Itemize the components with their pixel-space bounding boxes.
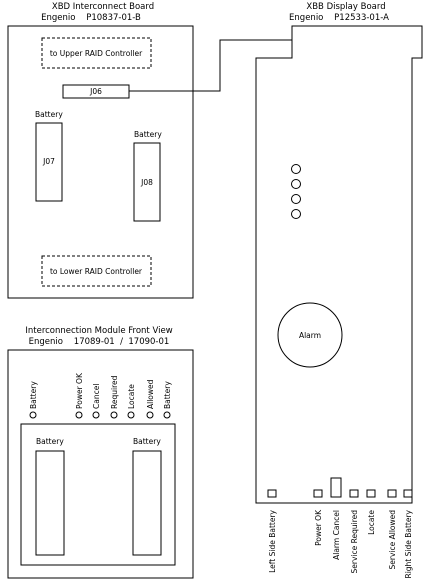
status-led-4 — [291, 209, 301, 219]
status-led-2 — [291, 179, 301, 189]
j08-label: J08 — [140, 178, 153, 187]
locate-label: Locate — [367, 510, 376, 535]
j07-connector — [35, 122, 63, 202]
alarm-cancel-label: Alarm Cancel — [332, 510, 341, 560]
interconnect-board-part-number: Engenio P10837-01-B — [41, 13, 141, 23]
front-allowed-led — [146, 411, 154, 419]
service-allowed-label: Service Allowed — [388, 510, 397, 570]
front-allowed-label: Allowed — [146, 379, 155, 409]
front-battery-right-led — [163, 411, 171, 419]
front-battery-left-label: Battery — [29, 381, 38, 409]
battery-left-label: Battery — [35, 110, 63, 119]
front-cancel-button[interactable] — [92, 411, 100, 419]
front-battery-right-label: Battery — [163, 381, 172, 409]
power-ok-led — [313, 489, 323, 498]
front-required-label: Required — [110, 375, 119, 409]
front-view-title: Interconnection Module Front View — [25, 326, 172, 336]
alarm-buzzer — [277, 302, 343, 368]
right-side-battery-label: Right Side Battery — [404, 509, 413, 578]
lower-raid-controller-label: to Lower RAID Controller — [50, 267, 143, 276]
service-required-led — [349, 489, 359, 498]
left-side-battery-led — [267, 489, 277, 498]
upper-raid-controller-connector — [41, 37, 152, 69]
lower-raid-controller-connector — [41, 255, 152, 287]
front-left-battery-slot — [35, 450, 65, 556]
front-left-battery-label: Battery — [36, 437, 64, 446]
j07-label: J07 — [42, 157, 55, 166]
display-board-indicator-labels: Left Side Battery Power OK Alarm Cancel … — [268, 509, 413, 579]
front-right-battery-label: Battery — [133, 437, 161, 446]
front-view-indicator-labels: Battery Power OK Cancel Required Locate … — [29, 372, 172, 409]
locate-led — [366, 489, 376, 498]
interconnection-module-front-view: Interconnection Module Front View Engeni… — [7, 326, 194, 579]
status-led-3 — [291, 194, 301, 204]
display-board-outline — [255, 25, 423, 504]
display-board-part-number: Engenio P12533-01-A — [289, 13, 389, 23]
interconnect-board-title: XBD Interconnect Board — [52, 2, 154, 12]
front-locate-label: Locate — [127, 384, 136, 409]
upper-raid-controller-label: to Upper RAID Controller — [50, 49, 143, 58]
power-ok-label: Power OK — [314, 509, 323, 546]
alarm-label: Alarm — [299, 331, 321, 340]
front-view-part-numbers: Engenio 17089-01 / 17090-01 — [29, 337, 170, 347]
alarm-cancel-switch[interactable] — [330, 477, 342, 498]
front-power-ok-led — [75, 411, 83, 419]
front-locate-led — [127, 411, 135, 419]
front-right-battery-slot — [132, 450, 162, 556]
front-battery-left-led — [29, 411, 37, 419]
xbb-display-board: XBB Display Board Engenio P12533-01-A Al… — [255, 2, 423, 579]
status-led-1 — [291, 164, 301, 174]
front-cancel-label: Cancel — [92, 384, 101, 409]
display-board-title: XBB Display Board — [306, 2, 385, 12]
battery-right-label: Battery — [134, 130, 162, 139]
service-allowed-led — [387, 489, 397, 498]
j08-connector — [133, 142, 161, 222]
front-required-led — [110, 411, 118, 419]
left-side-battery-label: Left Side Battery — [268, 509, 277, 572]
service-required-label: Service Required — [350, 510, 359, 574]
front-view-indicator-row: Battery Power OK Cancel Required Locate … — [29, 372, 172, 419]
front-power-ok-label: Power OK — [75, 372, 84, 409]
j06-label: J06 — [89, 87, 102, 96]
right-side-battery-led — [403, 489, 413, 498]
xbd-interconnect-board: XBD Interconnect Board Engenio P10837-01… — [7, 2, 194, 299]
